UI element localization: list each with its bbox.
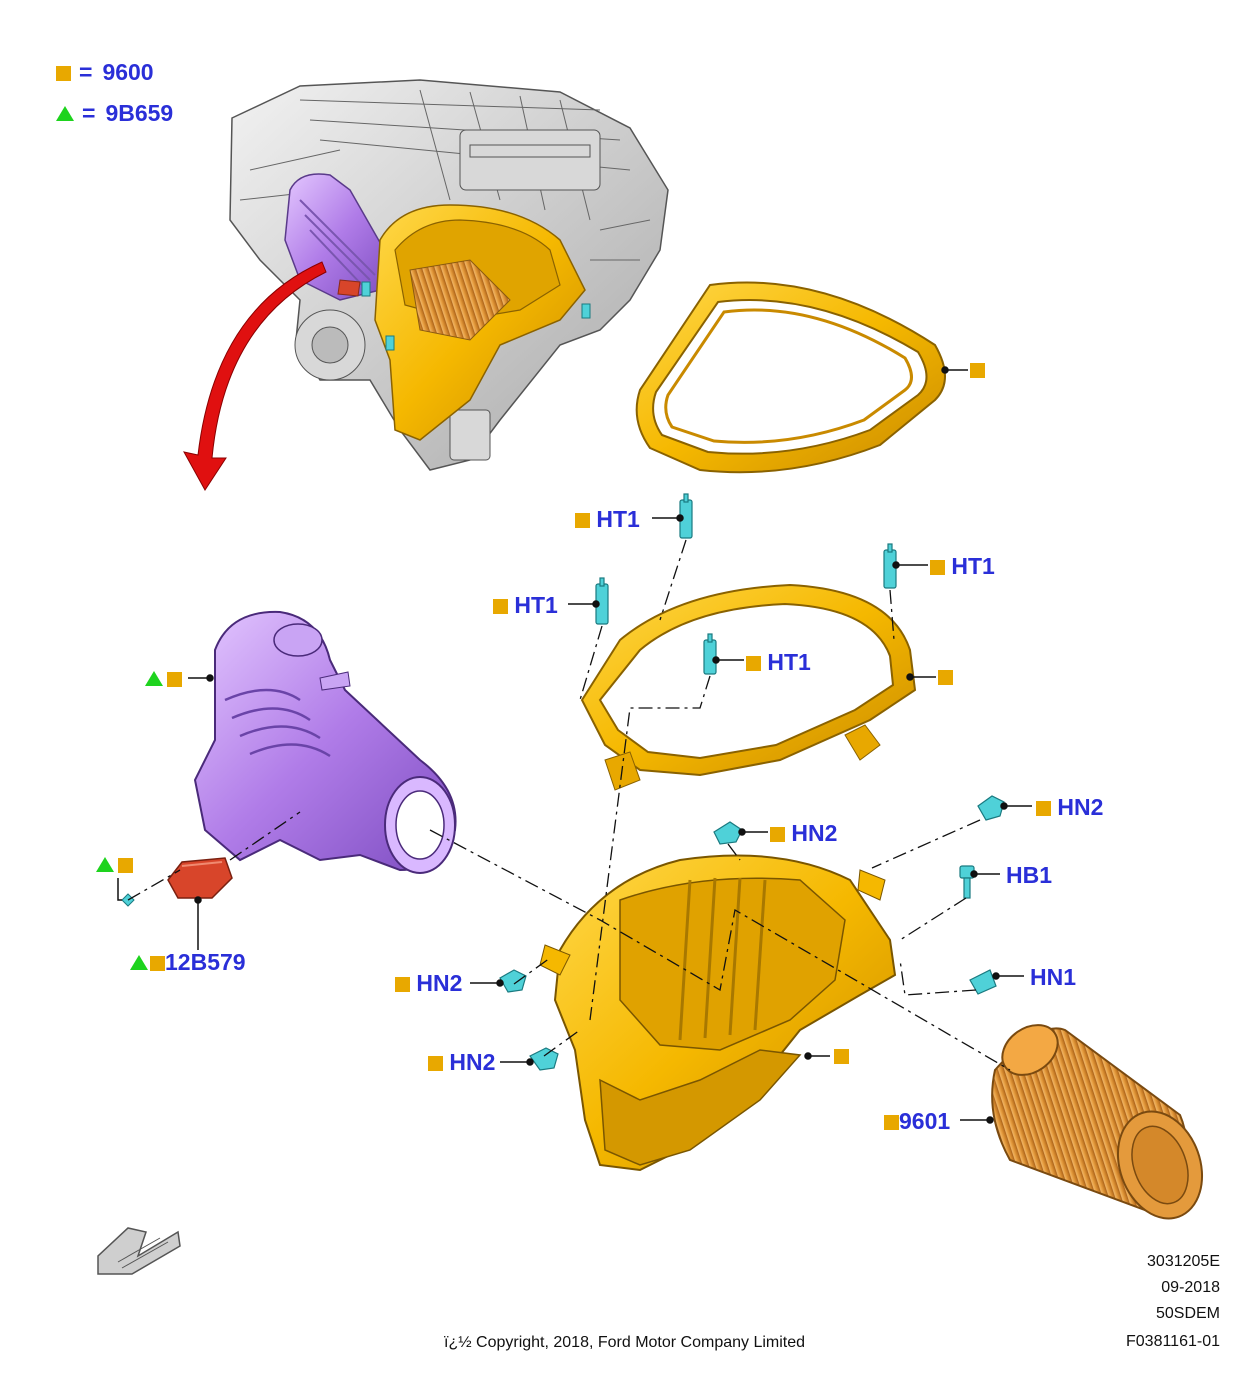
leader-lines <box>117 366 1032 1124</box>
callout-hn2-upper-right: HN2 <box>1036 796 1103 819</box>
legend-row-9b659: =9B659 <box>56 102 173 125</box>
square-marker-icon <box>56 66 71 81</box>
direction-arrow-icon <box>183 261 327 491</box>
air-cleaner-housing <box>539 854 897 1172</box>
figure-number: F0381161-01 <box>1126 1333 1220 1350</box>
arrow-hatching <box>117 1237 169 1269</box>
copyright-notice: ï¿½ Copyright, 2018, Ford Motor Company … <box>444 1334 806 1351</box>
stud-ht1-right <box>883 543 897 589</box>
mass-air-flow-sensor <box>167 857 233 899</box>
seal-marker <box>970 363 985 378</box>
callout-sensor: 12B579 <box>130 951 246 974</box>
legend-code: 9B659 <box>105 100 174 126</box>
callout-ht1-left: HT1 <box>493 594 558 617</box>
callout-hn2-left-lower: HN2 <box>428 1051 495 1074</box>
stud-ht1-center <box>703 633 717 675</box>
callout-hn1: HN1 <box>1030 964 1077 990</box>
nut-hn1 <box>969 969 997 995</box>
callout-hn2-center: HN2 <box>770 822 837 845</box>
callout-filter: 9601 <box>884 1110 950 1133</box>
tube-markers <box>145 671 183 691</box>
callout-hb1: HB1 <box>1006 862 1053 888</box>
air-filter-element <box>991 1024 1204 1220</box>
frame-marker <box>938 670 953 685</box>
stud-ht1-top <box>679 493 693 539</box>
callout-ht1-right: HT1 <box>930 555 995 578</box>
bolt-hb1 <box>959 865 975 899</box>
engine-illustration <box>229 79 669 471</box>
nut-hn2-left-lower <box>529 1047 559 1071</box>
legend-row-9600: =9600 <box>56 61 154 84</box>
assembly-lines <box>127 539 1011 1071</box>
housing-upper-frame <box>580 583 917 791</box>
housing-seal <box>635 281 946 474</box>
legend-code: 9600 <box>102 59 154 85</box>
model-code: 50SDEM <box>1155 1305 1220 1322</box>
callout-ht1-center: HT1 <box>746 651 811 674</box>
screw-markers <box>96 857 134 877</box>
nut-hn2-upper-right <box>977 795 1005 821</box>
housing-marker <box>834 1049 849 1064</box>
callout-hn2-left-upper: HN2 <box>395 972 462 995</box>
illustration-id: 3031205E <box>1147 1253 1220 1270</box>
view-orientation-arrow-icon <box>97 1227 181 1275</box>
nut-hn2-center <box>713 821 743 845</box>
intake-tube <box>193 610 457 874</box>
triangle-marker-icon <box>56 106 74 121</box>
nut-hn2-left-upper <box>499 969 527 993</box>
callout-ht1-top: HT1 <box>575 508 640 531</box>
date-code: 09-2018 <box>1161 1279 1220 1296</box>
